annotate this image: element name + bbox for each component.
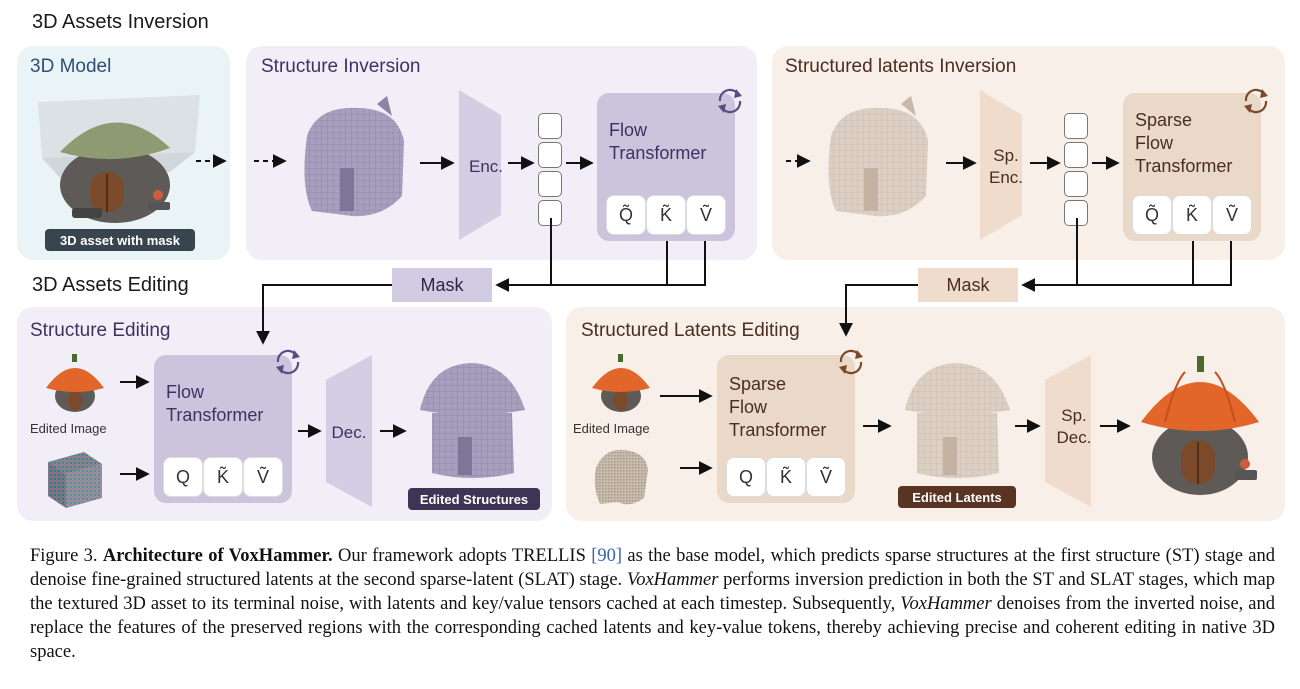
k-tilde-token: K̃ [1173, 196, 1211, 234]
figure-caption: Figure 3. Architecture of VoxHammer. Our… [30, 546, 1275, 662]
k-tilde-token: K̃ [767, 458, 805, 496]
flow-transformer-editing-label: Flow Transformer [166, 382, 264, 425]
token [1064, 171, 1088, 197]
latent-structure-image [828, 96, 928, 217]
edited-structure-voxels [420, 363, 525, 478]
sparse-encoder-shape [980, 90, 1022, 240]
citation-link[interactable]: [90] [591, 546, 623, 566]
decoder-label: Dec. [331, 423, 367, 442]
inversion-section-title: 3D Assets Inversion [32, 11, 209, 33]
sparse-encoder-label: Sp. Enc. [988, 146, 1024, 187]
sparse-noise-image [594, 449, 648, 505]
slat-editing-title: Structured Latents Editing [581, 320, 800, 341]
token [538, 113, 562, 139]
noise-cube-image [48, 452, 102, 508]
v-tilde-token: Ṽ [1213, 196, 1251, 234]
edited-image-thumbnail [592, 354, 650, 412]
slat-inversion-title: Structured latents Inversion [785, 56, 1017, 77]
sparse-flow-transformer-inversion-label: Sparse Flow Transformer [1135, 110, 1233, 176]
flow-transformer-inversion-label: Flow Transformer [609, 120, 707, 163]
edited-image-label-slat: Edited Image [573, 421, 650, 436]
k-tilde-token: K̃ [647, 196, 685, 234]
latent-tokens [538, 113, 562, 229]
model-panel-title: 3D Model [30, 56, 112, 77]
structure-editing-title: Structure Editing [30, 320, 171, 341]
q-token: Q [164, 458, 202, 496]
v-tilde-token: Ṽ [244, 458, 282, 496]
cycle-icon [276, 349, 300, 375]
model-badge: 3D asset with mask [45, 229, 195, 251]
encoder-label: Enc. [468, 157, 504, 176]
q-tilde-token: Q̃ [1133, 196, 1171, 234]
edited-latent-voxels [905, 363, 1010, 478]
final-edited-house-image [1141, 356, 1259, 495]
cycle-icon [1244, 88, 1268, 114]
sparse-decoder-shape [1045, 355, 1091, 507]
mask-box-structure: Mask [392, 268, 492, 302]
edited-image-thumbnail [46, 354, 104, 412]
sparse-flow-transformer-editing-label: Sparse Flow Transformer [729, 374, 827, 440]
v-tilde-token: Ṽ [807, 458, 845, 496]
decoder-shape [326, 355, 372, 507]
mask-box-slat: Mask [918, 268, 1018, 302]
v-tilde-token: Ṽ [687, 196, 725, 234]
editing-section-title: 3D Assets Editing [32, 274, 189, 296]
q-token: Q [727, 458, 765, 496]
sparse-decoder-label: Sp. Dec. [1056, 406, 1092, 447]
arrow-icon [120, 154, 1232, 481]
encoder-shape [459, 90, 501, 240]
structure-inversion-title: Structure Inversion [261, 56, 421, 77]
k-tilde-token: K̃ [204, 458, 242, 496]
q-tilde-token: Q̃ [607, 196, 645, 234]
cycle-icon [839, 349, 863, 375]
edited-image-label-structure: Edited Image [30, 421, 107, 436]
cycle-icon [718, 88, 742, 114]
slat-latent-tokens [1064, 113, 1088, 229]
edited-latents-badge: Edited Latents [898, 486, 1016, 508]
house-with-mask-image [38, 95, 200, 223]
token [538, 171, 562, 197]
token [1064, 142, 1088, 168]
token [538, 142, 562, 168]
token [1064, 113, 1088, 139]
edited-structures-badge: Edited Structures [408, 488, 540, 510]
voxel-structure-image [304, 96, 404, 217]
